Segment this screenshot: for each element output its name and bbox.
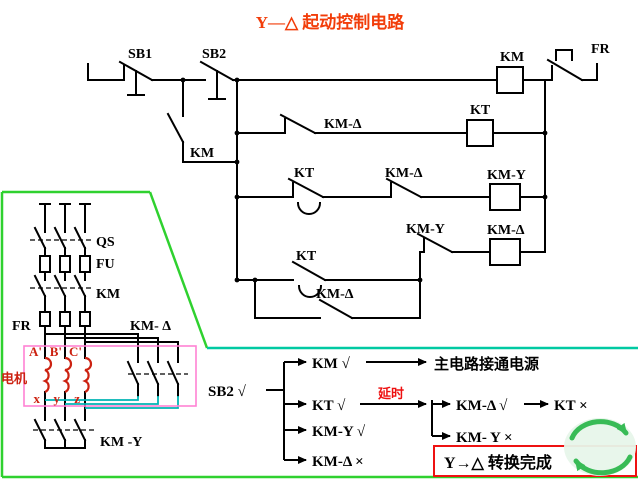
fr-label: FR xyxy=(591,42,611,57)
km-y-coil xyxy=(489,183,521,211)
flow-done: Y→△ 转换完成 xyxy=(444,453,552,472)
watermark-logo xyxy=(564,418,636,476)
motor-highlight-box xyxy=(23,345,197,407)
terminal-b-label: B' xyxy=(50,344,62,359)
km-y-main-label: KM -Y xyxy=(100,435,142,450)
km-delta-nc2-label: KM-Δ xyxy=(385,166,423,181)
km-delta-hold-label: KM-Δ xyxy=(316,287,354,302)
km-delta-nc1-label: KM-Δ xyxy=(324,117,362,132)
flow-km-y-on: KM-Y √ xyxy=(312,424,366,440)
main-circuit: QS FU KM FR KM- Δ KM -Y 电机 A' B' C' x y … xyxy=(1,203,197,450)
terminal-c-label: C' xyxy=(69,344,82,359)
logo-background xyxy=(564,418,636,476)
km-coil-label: KM xyxy=(500,50,524,65)
control-circuit: SB1 SB2 KM KM FR KM-Δ KT KT KM-Δ KM-Y KM… xyxy=(87,42,611,320)
flow-kt-off: KT × xyxy=(554,398,588,414)
kt-no-label: KT xyxy=(296,249,317,264)
junction-dots xyxy=(180,77,548,283)
terminal-z-label: z xyxy=(74,391,80,406)
terminal-a-label: A' xyxy=(29,344,42,359)
km-delta-coil-label: KM-Δ xyxy=(487,223,525,238)
logo-arrows xyxy=(569,419,633,476)
flow-km: KM √ xyxy=(312,356,351,372)
control-wires xyxy=(87,49,598,320)
flow-km-y-off: KM- Y × xyxy=(456,430,513,446)
flow-km-delta-off: KM-Δ × xyxy=(312,454,364,470)
result-box xyxy=(433,445,637,477)
sb1-label: SB1 xyxy=(128,47,152,62)
terminal-x-label: x xyxy=(34,391,41,406)
flow-sb2: SB2 √ xyxy=(208,384,247,400)
kt-nc-label: KT xyxy=(294,166,315,181)
km-delta-coil xyxy=(489,238,521,266)
sb2-label: SB2 xyxy=(202,47,226,62)
flow-lines xyxy=(266,358,549,464)
km-y-coil-label: KM-Y xyxy=(487,168,526,183)
motor-label: 电机 xyxy=(1,371,27,386)
fu-label: FU xyxy=(96,257,115,272)
flow-delay: 延时 xyxy=(377,386,404,401)
km-hold-label: KM xyxy=(190,146,214,161)
km-delta-main-label: KM- Δ xyxy=(130,319,171,334)
flow-km-delta-on: KM-Δ √ xyxy=(456,398,508,414)
fr-main-label: FR xyxy=(12,319,32,334)
km-y-nc-label: KM-Y xyxy=(406,222,445,237)
kt-coil-label: KT xyxy=(470,103,491,118)
km-coil xyxy=(496,66,524,94)
flow-main-on: 主电路接通电源 xyxy=(434,355,539,373)
sequence-flow: SB2 √ KM √ 主电路接通电源 KT √ 延时 KM-Δ √ KT × K… xyxy=(208,355,637,477)
linkage-dashes xyxy=(30,239,188,431)
delta-wires xyxy=(45,396,179,409)
motor-windings xyxy=(42,356,93,394)
terminal-y-label: y xyxy=(54,391,61,406)
qs-label: QS xyxy=(96,235,115,250)
flow-kt: KT √ xyxy=(312,398,346,414)
page-title: Y—△ 起动控制电路 xyxy=(256,12,406,32)
fuse-and-fr-symbols xyxy=(39,255,91,327)
kt-coil xyxy=(466,119,494,147)
km-main-label: KM xyxy=(96,287,120,302)
